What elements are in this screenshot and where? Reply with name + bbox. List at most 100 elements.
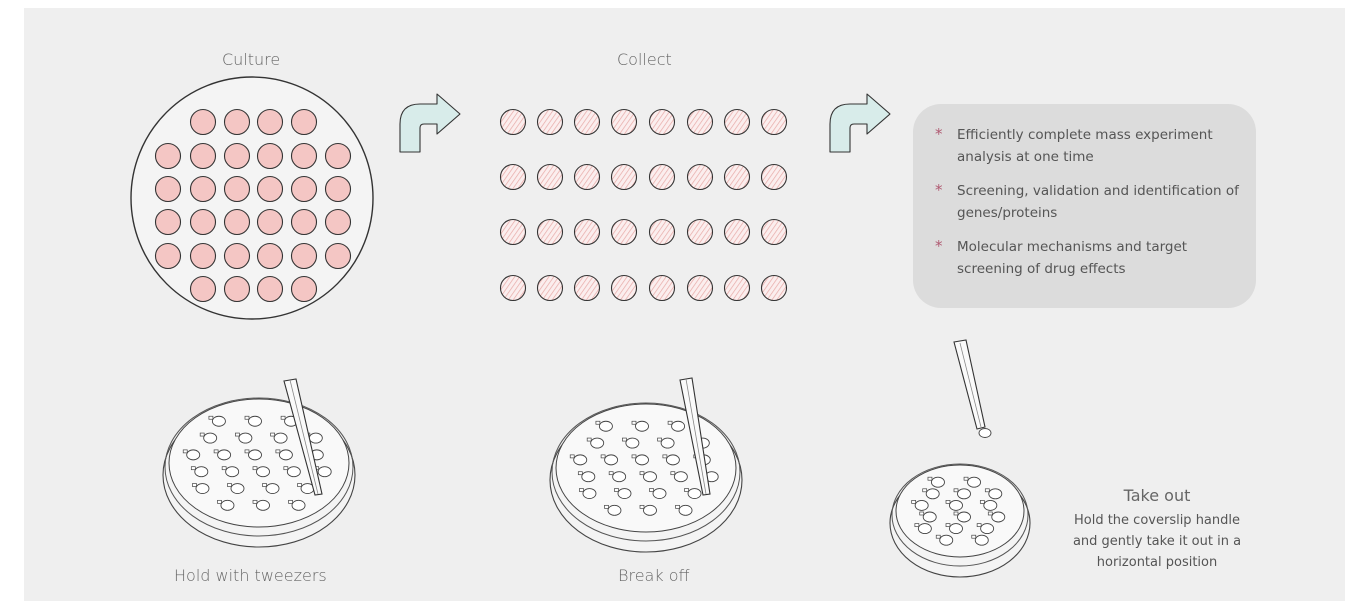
collected-coverslip bbox=[725, 220, 750, 245]
culture-well bbox=[258, 177, 283, 202]
coverslip-handle bbox=[668, 421, 672, 424]
coverslip bbox=[287, 467, 300, 477]
coverslip bbox=[688, 489, 701, 499]
coverslip-handle bbox=[253, 467, 257, 470]
coverslip bbox=[674, 472, 687, 482]
coverslip bbox=[582, 472, 595, 482]
take-out-description: Hold the coverslip handle and gently tak… bbox=[1062, 510, 1252, 573]
coverslip bbox=[984, 500, 997, 510]
culture-well bbox=[292, 210, 317, 235]
asterisk-icon: * bbox=[935, 180, 947, 224]
culture-well bbox=[225, 144, 250, 169]
collected-coverslip bbox=[501, 165, 526, 190]
culture-well bbox=[258, 277, 283, 302]
coverslip bbox=[979, 429, 991, 438]
collected-coverslip bbox=[612, 276, 637, 301]
culture-well bbox=[292, 177, 317, 202]
coverslip-handle bbox=[936, 535, 940, 538]
culture-well bbox=[156, 244, 181, 269]
coverslip bbox=[644, 472, 657, 482]
coverslip-handle bbox=[954, 512, 958, 515]
collected-coverslip bbox=[575, 110, 600, 135]
coverslip-handle bbox=[604, 505, 608, 508]
coverslip bbox=[661, 438, 674, 448]
culture-well bbox=[292, 277, 317, 302]
culture-well bbox=[292, 144, 317, 169]
coverslip-handle bbox=[954, 489, 958, 492]
collected-coverslip bbox=[538, 276, 563, 301]
coverslip-handle bbox=[920, 512, 924, 515]
coverslip-handle bbox=[980, 500, 984, 503]
coverslip-handle bbox=[632, 455, 636, 458]
coverslip-handle bbox=[578, 472, 582, 475]
coverslip-handle bbox=[263, 484, 267, 487]
collected-coverslip bbox=[612, 165, 637, 190]
coverslip-handle bbox=[227, 484, 231, 487]
coverslip bbox=[231, 484, 244, 494]
collected-coverslip bbox=[688, 110, 713, 135]
coverslip-handle bbox=[191, 467, 195, 470]
coverslip-handle bbox=[183, 450, 187, 453]
coverslip-handle bbox=[289, 500, 293, 503]
coverslip-handle bbox=[676, 505, 680, 508]
coverslip-handle bbox=[658, 438, 662, 441]
coverslip bbox=[599, 421, 612, 431]
coverslip bbox=[279, 450, 292, 460]
coverslip-handle bbox=[298, 484, 302, 487]
coverslip-handle bbox=[245, 416, 249, 419]
collected-coverslip bbox=[575, 165, 600, 190]
dish-inner bbox=[896, 465, 1024, 557]
coverslip bbox=[653, 489, 666, 499]
collected-coverslip bbox=[762, 110, 787, 135]
collected-coverslip bbox=[650, 110, 675, 135]
coverslip-handle bbox=[192, 484, 196, 487]
culture-well bbox=[156, 144, 181, 169]
coverslip-handle bbox=[632, 421, 636, 424]
coverslip bbox=[923, 512, 936, 522]
coverslip-handle bbox=[271, 433, 275, 436]
benefit-text: Efficiently complete mass experiment ana… bbox=[957, 124, 1247, 168]
coverslip-handle bbox=[988, 512, 992, 515]
coverslip bbox=[218, 450, 231, 460]
caption-hold-with-tweezers: Hold with tweezers bbox=[174, 566, 327, 585]
coverslip bbox=[212, 416, 225, 426]
coverslip-handle bbox=[596, 421, 600, 424]
coverslip bbox=[989, 489, 1002, 499]
culture-well bbox=[258, 144, 283, 169]
coverslip bbox=[636, 455, 649, 465]
coverslip-handle bbox=[946, 524, 950, 527]
collected-coverslip bbox=[650, 165, 675, 190]
curved-arrow-icon bbox=[400, 94, 460, 152]
coverslip bbox=[958, 512, 971, 522]
benefits-box: * Efficiently complete mass experiment a… bbox=[913, 104, 1256, 308]
coverslip bbox=[195, 467, 208, 477]
take-out-block: Take out Hold the coverslip handle and g… bbox=[1062, 484, 1252, 573]
coverslip-handle bbox=[601, 455, 605, 458]
take-out-title: Take out bbox=[1062, 484, 1252, 508]
coverslip-handle bbox=[284, 467, 288, 470]
collected-coverslip bbox=[538, 165, 563, 190]
stage-title-collect: Collect bbox=[617, 50, 672, 69]
culture-well bbox=[191, 244, 216, 269]
coverslip-handle bbox=[217, 500, 221, 503]
stage-title-culture: Culture bbox=[222, 50, 280, 69]
culture-well bbox=[292, 110, 317, 135]
culture-well bbox=[156, 210, 181, 235]
culture-well bbox=[191, 144, 216, 169]
culture-well bbox=[191, 177, 216, 202]
coverslip-handle bbox=[977, 524, 981, 527]
petri-dish-hold bbox=[163, 379, 355, 547]
benefit-item: * Screening, validation and identificati… bbox=[935, 180, 1253, 224]
coverslip-handle bbox=[579, 489, 583, 492]
coverslip bbox=[226, 467, 239, 477]
coverslip-handle bbox=[609, 472, 613, 475]
collected-coverslip bbox=[575, 220, 600, 245]
tweezers-icon bbox=[954, 340, 985, 429]
coverslip bbox=[992, 512, 1005, 522]
culture-well bbox=[225, 210, 250, 235]
caption-break-off: Break off bbox=[618, 566, 690, 585]
collected-coverslip bbox=[650, 276, 675, 301]
coverslip-handle bbox=[640, 472, 644, 475]
collected-coverslip bbox=[762, 220, 787, 245]
coverslip-handle bbox=[245, 450, 249, 453]
